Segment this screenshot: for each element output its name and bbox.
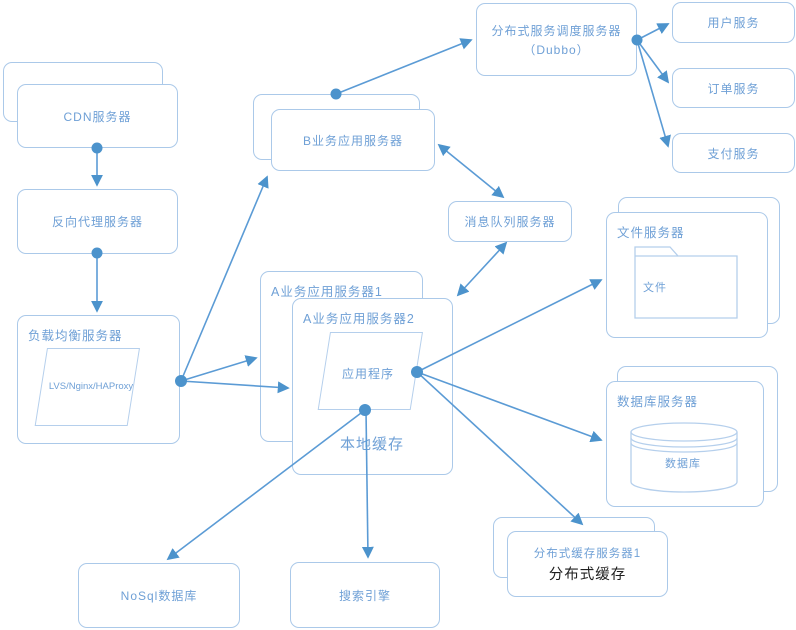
node-db-server: 数据库服务器 数据库 (606, 381, 764, 507)
b-app-server-label: B业务应用服务器 (302, 133, 403, 148)
user-service-label: 用户服务 (707, 16, 760, 30)
edge-load-balancer-to-b-app (180, 175, 269, 382)
dist-cache-label-line2: 分布式缓存 (548, 566, 627, 583)
load-balancer-label: 负载均衡服务器 (28, 329, 123, 343)
edge-dubbo-to-payment-service (636, 39, 671, 148)
node-dubbo-scheduler-server: 分布式服务调度服务器 （Dubbo） (476, 3, 637, 76)
a-app-server-1-label: A业务应用服务器1 (271, 285, 383, 299)
edge-load-balancer-to-a-app-1 (180, 355, 258, 382)
database-cylinder-icon (630, 422, 738, 493)
folder-icon (634, 246, 738, 319)
node-payment-service: 支付服务 (672, 133, 795, 173)
edge-b-app-to-dubbo (335, 38, 473, 95)
node-mq-server: 消息队列服务器 (448, 201, 572, 242)
node-b-app-server: B业务应用服务器 (271, 109, 435, 171)
file-label: 文件 (643, 282, 667, 294)
dist-cache-label-line1: 分布式缓存服务器1 (533, 547, 642, 560)
node-dist-cache-server: 分布式缓存服务器1 分布式缓存 (507, 531, 668, 597)
mq-server-label: 消息队列服务器 (464, 215, 556, 229)
search-engine-label: 搜索引擎 (338, 588, 391, 603)
a-app-server-2-label: A业务应用服务器2 (303, 312, 415, 326)
database-label: 数据库 (665, 458, 701, 470)
reverse-proxy-label: 反向代理服务器 (51, 215, 143, 229)
file-server-label: 文件服务器 (617, 226, 685, 240)
node-nosql-db: NoSql数据库 (78, 563, 240, 628)
node-reverse-proxy-server: 反向代理服务器 (17, 189, 178, 254)
edge-dubbo-to-user-service (636, 23, 670, 41)
node-order-service: 订单服务 (672, 68, 795, 108)
node-cdn-server: CDN服务器 (17, 84, 178, 148)
payment-service-label: 支付服务 (707, 146, 760, 161)
application-label: 应用程序 (341, 367, 394, 381)
edge-b-app-to-mq-two-way (437, 143, 505, 199)
node-user-service: 用户服务 (672, 2, 795, 43)
dubbo-label-line1: 分布式服务调度服务器 (491, 23, 622, 38)
node-search-engine: 搜索引擎 (290, 562, 440, 628)
lvs-nginx-haproxy-label: LVS/Nginx/HAProxy (48, 381, 134, 392)
db-server-label: 数据库服务器 (617, 395, 699, 409)
node-file-server: 文件服务器 文件 (606, 212, 768, 338)
cdn-server-label: CDN服务器 (63, 109, 132, 124)
dubbo-label-line2: （Dubbo） (523, 42, 590, 57)
edge-mq-to-a-app-2-two-way (456, 241, 508, 297)
edge-dubbo-to-order-service (636, 39, 670, 84)
local-cache-label: 本地缓存 (339, 436, 404, 453)
order-service-label: 订单服务 (707, 81, 760, 96)
nosql-db-label: NoSql数据库 (120, 589, 198, 603)
